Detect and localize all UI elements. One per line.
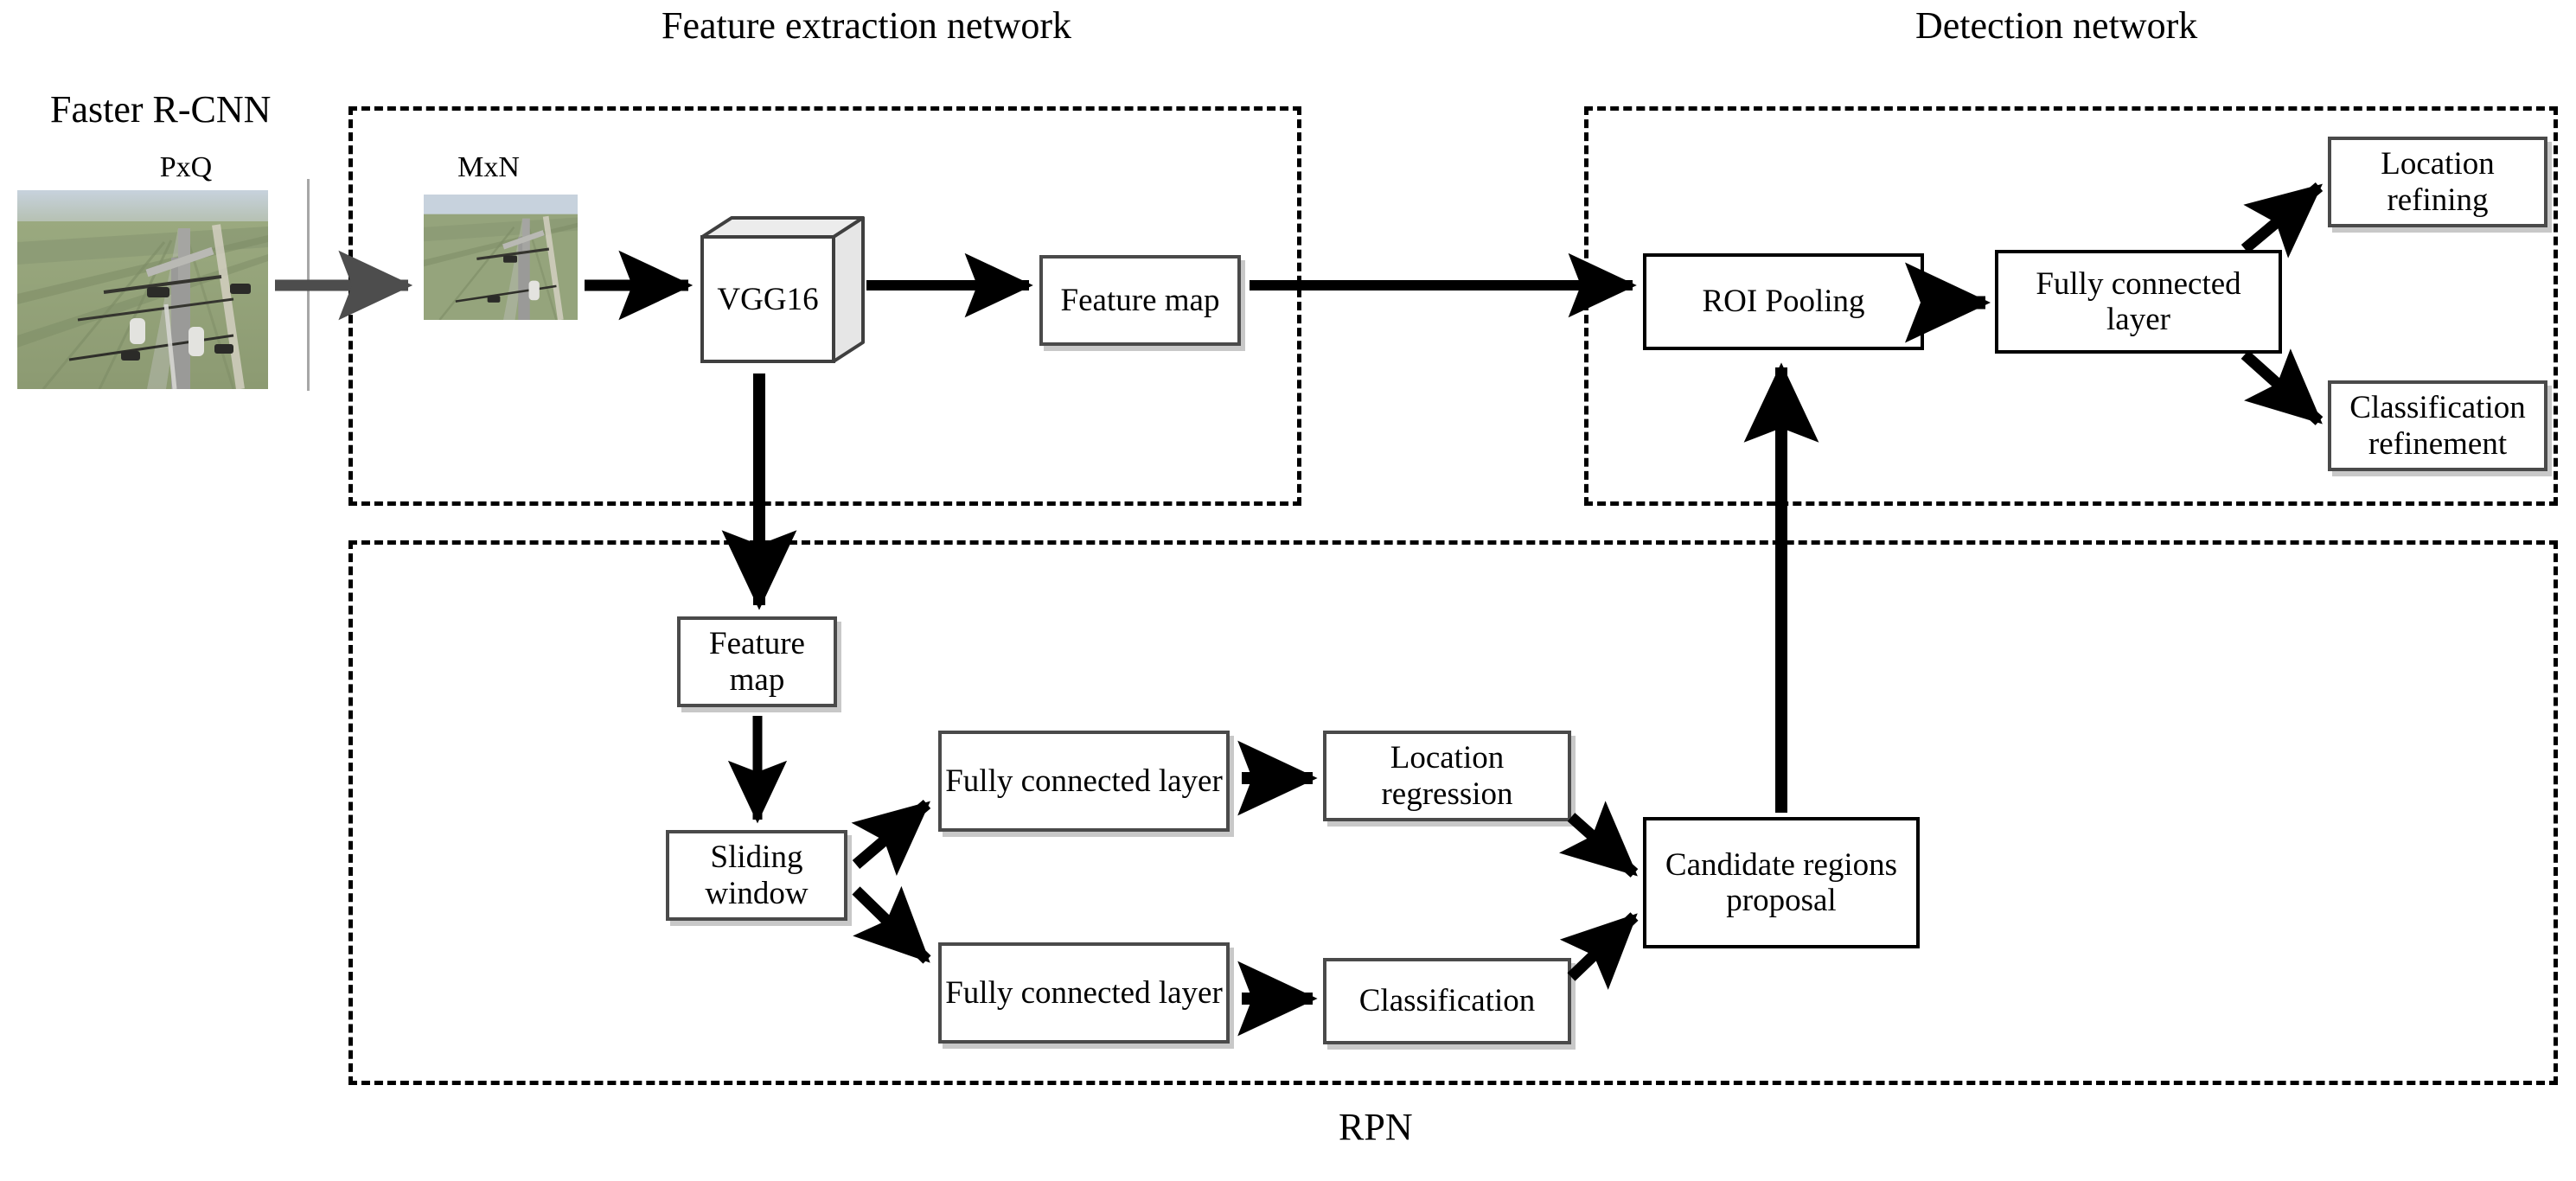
node-candidate-regions-proposal[interactable]: Candidate regions proposal	[1643, 817, 1920, 948]
photo-label-mxn: MxN	[457, 151, 520, 183]
node-detection-fully-connected-layer[interactable]: Fully connected layer	[1995, 250, 2282, 354]
input-separator-line	[307, 179, 310, 391]
node-classification[interactable]: Classification	[1323, 958, 1571, 1044]
title-feature-extraction-network: Feature extraction network	[662, 4, 1072, 47]
node-location-refining[interactable]: Location refining	[2328, 137, 2547, 227]
node-rpn-fully-connected-layer-top[interactable]: Fully connected layer	[938, 731, 1230, 832]
input-photo-original	[17, 190, 268, 389]
node-feature-map-extraction[interactable]: Feature map	[1039, 255, 1241, 346]
node-rpn-fully-connected-layer-bottom[interactable]: Fully connected layer	[938, 942, 1230, 1044]
label-rpn: RPN	[1339, 1106, 1413, 1148]
photo-label-pxq: PxQ	[159, 151, 213, 183]
label-faster-rcnn: Faster R-CNN	[50, 88, 272, 131]
node-sliding-window[interactable]: Sliding window	[666, 830, 847, 921]
node-roi-pooling[interactable]: ROI Pooling	[1643, 253, 1924, 350]
input-photo-resized	[424, 195, 578, 320]
vgg16-label: VGG16	[717, 281, 819, 317]
group-rpn	[348, 540, 2558, 1085]
title-detection-network: Detection network	[1915, 4, 2198, 47]
node-classification-refinement[interactable]: Classification refinement	[2328, 380, 2547, 471]
node-location-regression[interactable]: Location regression	[1323, 731, 1571, 821]
vgg16-block: VGG16	[700, 216, 865, 372]
node-rpn-feature-map[interactable]: Feature map	[677, 616, 837, 707]
